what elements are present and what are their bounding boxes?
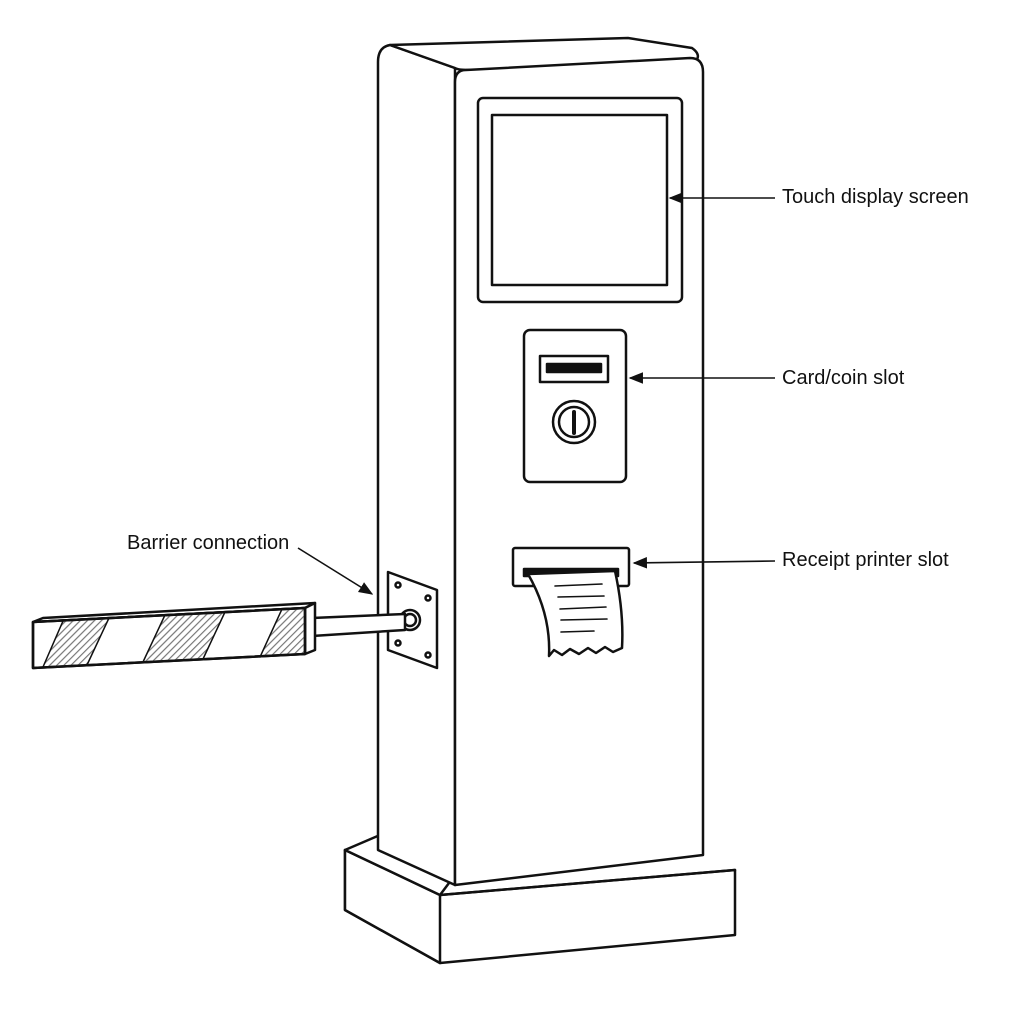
card-coin-slot-panel bbox=[522, 328, 628, 484]
kiosk-side-face bbox=[376, 43, 457, 887]
label-touch-display-screen: Touch display screen bbox=[782, 186, 969, 208]
label-card-coin-slot: Card/coin slot bbox=[782, 367, 905, 389]
receipt-paper bbox=[526, 569, 624, 658]
leader-line-barrier bbox=[297, 547, 374, 595]
receipt-printer-slot bbox=[511, 546, 631, 658]
label-barrier-connection: Barrier connection bbox=[127, 532, 290, 554]
kiosk-base bbox=[343, 833, 737, 965]
label-receipt-printer-slot: Receipt printer slot bbox=[782, 549, 949, 571]
leader-line-printer bbox=[632, 557, 776, 569]
touch-display-screen bbox=[476, 96, 684, 304]
barrier-arm bbox=[31, 601, 317, 670]
